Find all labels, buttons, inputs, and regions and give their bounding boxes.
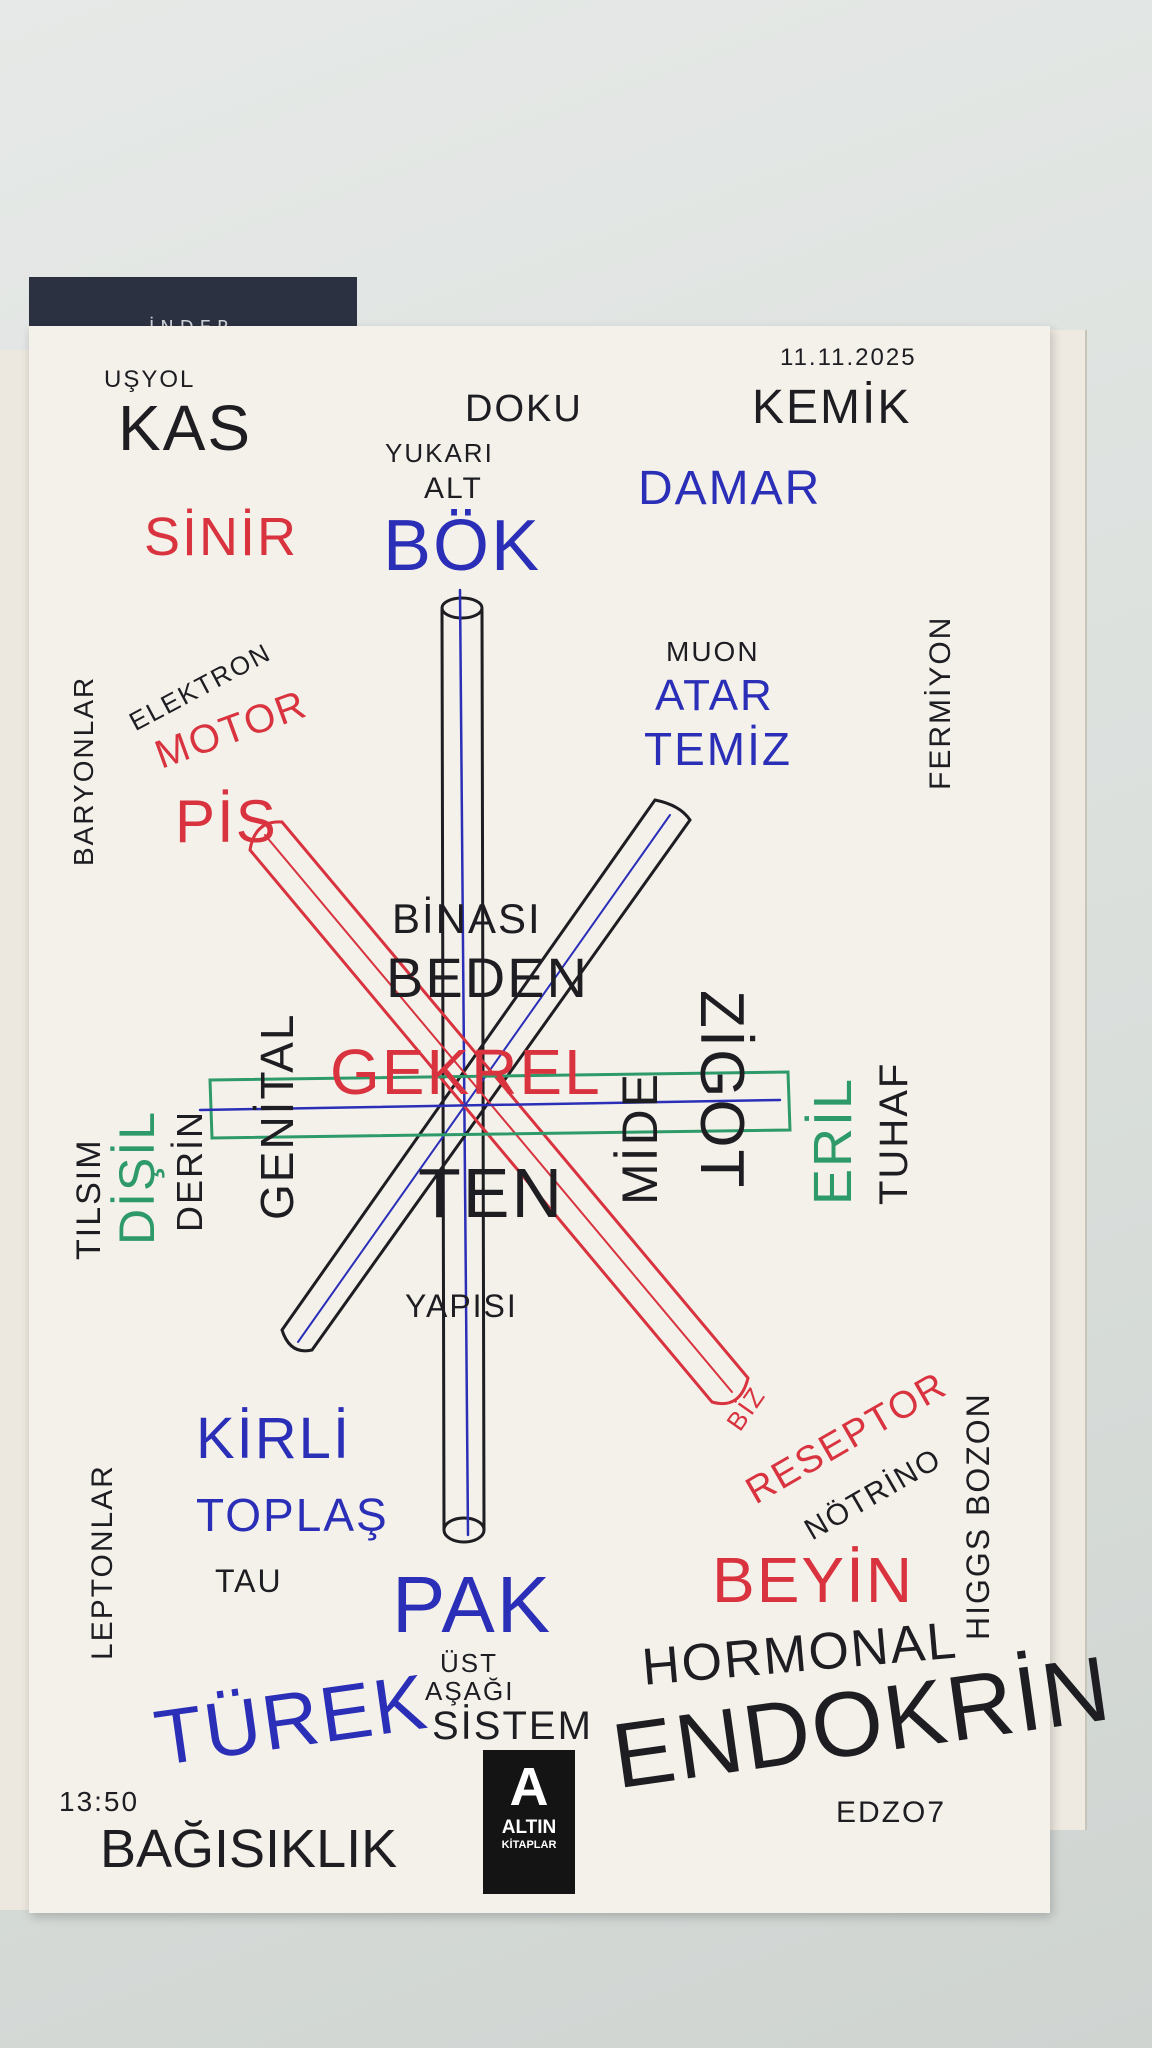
word-sinir: SİNİR <box>144 507 299 567</box>
word-mide: MİDE <box>612 1072 668 1205</box>
word-ust: ÜST <box>440 1648 498 1678</box>
word-baryonlar: BARYONLAR <box>68 675 99 866</box>
word-usyol: UŞYOL <box>104 366 196 393</box>
word-tau: TAU <box>215 1563 283 1599</box>
word-genital: GENİTAL <box>251 1012 303 1220</box>
logo-a-mark: A <box>509 1757 549 1817</box>
notebook-page <box>29 326 1050 1913</box>
word-tilsim: TILSIM <box>70 1138 108 1260</box>
word-temiz: TEMİZ <box>644 723 792 775</box>
word-binasi: BİNASI <box>392 895 542 942</box>
logo-line2: KİTAPLAR <box>501 1839 557 1852</box>
word-yapisi: YAPISI <box>405 1288 518 1324</box>
word-bok: BÖK <box>383 506 542 586</box>
publisher-logo: A ALTIN KİTAPLAR <box>483 1750 575 1894</box>
word-asagi: AŞAĞI <box>425 1676 515 1706</box>
vertical-rod <box>440 588 486 1544</box>
word-pak: PAK <box>392 1560 553 1649</box>
horizontal-rod-green <box>198 1070 792 1140</box>
date: 11.11.2025 <box>780 344 917 371</box>
word-kas: KAS <box>118 392 253 464</box>
word-gekrel: GEKREL <box>330 1036 602 1108</box>
diagonal-rod-red <box>248 820 750 1405</box>
time: 13:50 <box>59 1786 140 1817</box>
word-derin: DERİN <box>169 1109 210 1232</box>
logo-line1: ALTIN <box>501 1817 557 1839</box>
word-bagisiklik: BAĞISIKLIK <box>100 1819 398 1879</box>
word-muon: MUON <box>666 636 760 667</box>
word-leptonlar: LEPTONLAR <box>86 1464 119 1660</box>
word-ten: TEN <box>418 1154 564 1232</box>
word-disil: DİŞİL <box>109 1109 165 1245</box>
word-eril: ERİL <box>803 1076 863 1205</box>
word-yukari: YUKARI <box>385 438 494 468</box>
word-doku: DOKU <box>465 388 583 430</box>
word-kemik: KEMİK <box>752 381 912 434</box>
word-pis: PİS <box>175 788 278 855</box>
word-beden: BEDEN <box>386 946 589 1009</box>
word-higgs-bozon: HIGGS BOZON <box>960 1392 996 1640</box>
word-toplas: TOPLAŞ <box>196 1489 389 1541</box>
word-fermiyon: FERMİYON <box>924 615 957 790</box>
word-beyin: BEYİN <box>712 1544 915 1616</box>
word-alt: ALT <box>424 472 483 505</box>
word-zigot: ZİGOT <box>687 990 756 1190</box>
word-kirli: KİRLİ <box>196 1406 352 1471</box>
word-tuhaf: TUHAF <box>872 1061 916 1205</box>
word-damar: DAMAR <box>638 462 822 515</box>
word-sistem: SİSTEM <box>432 1704 593 1748</box>
word-atar: ATAR <box>655 671 774 720</box>
word-edzo7: EDZO7 <box>836 1796 947 1829</box>
